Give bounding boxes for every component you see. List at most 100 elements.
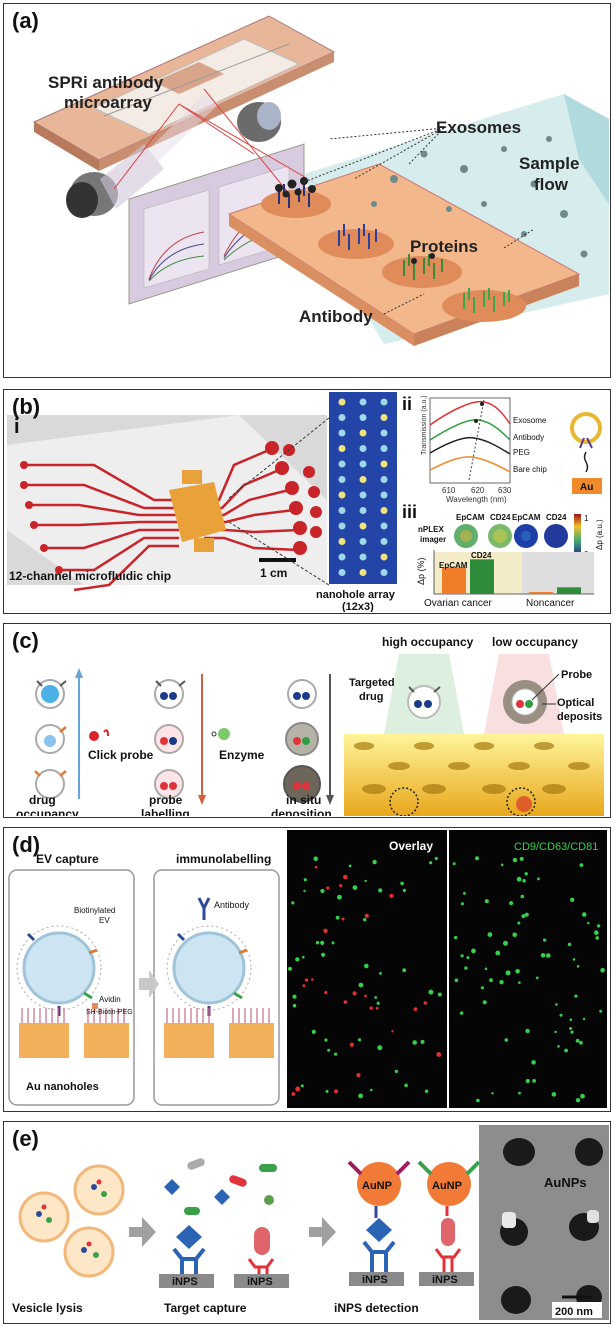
fluorescent-dot — [420, 1039, 425, 1044]
target-capture-art — [159, 1158, 289, 1288]
fluorescent-dot — [572, 958, 576, 961]
nanohole — [380, 522, 388, 530]
au-block — [572, 478, 602, 494]
fluorescent-dot — [343, 1000, 348, 1004]
nanohole — [359, 553, 367, 561]
fluorescent-dot — [482, 1000, 487, 1005]
fluorescent-dot — [291, 901, 295, 905]
bar-epcam-1 — [529, 592, 553, 594]
immuno-title: immunolabelling — [176, 852, 271, 866]
fluorescent-dot — [564, 1048, 568, 1053]
au-nanohole-substrate — [19, 1008, 274, 1058]
fluorescent-dot — [554, 1030, 557, 1034]
fluorescent-dot — [454, 935, 458, 940]
nanohole — [380, 414, 388, 421]
fluorescent-dot — [412, 1040, 418, 1045]
nanohole — [338, 569, 346, 576]
fluorescent-dot — [343, 874, 348, 880]
fluorescent-dot — [499, 980, 504, 985]
nanohole — [338, 398, 346, 406]
nanohole — [380, 460, 388, 468]
nanohole — [338, 522, 346, 530]
au-nanoholes-label: Au nanoholes — [26, 1081, 99, 1093]
drug-label: drug — [29, 793, 56, 807]
fluorescent-dot — [551, 1092, 557, 1097]
fluorescent-dot — [512, 857, 518, 863]
fluorescent-dot — [587, 921, 590, 925]
marker-image — [449, 830, 607, 1108]
fluorescent-dot — [391, 1030, 394, 1033]
fluorescent-dot — [452, 862, 456, 866]
nanohole — [359, 460, 367, 468]
fluorescent-dot — [521, 914, 526, 919]
ev-capture-figure: EV capture immunolabelling Antibody Biot… — [8, 830, 607, 1108]
fluorescent-dot — [302, 984, 306, 988]
nanohole — [380, 445, 388, 452]
xtick: 630 — [498, 486, 512, 495]
fluorescent-dot — [594, 930, 599, 935]
fluorescent-dot — [537, 877, 540, 881]
fluorescent-dot — [315, 941, 320, 945]
fluorescent-dot — [303, 889, 306, 893]
fluorescent-dot — [570, 1030, 574, 1034]
nanohole-label: nanohole array — [316, 589, 396, 601]
target-capture-label: Target capture — [164, 1301, 247, 1315]
inps-tag-4: iNPS — [432, 1274, 458, 1286]
drug-cells — [34, 679, 67, 799]
fluorescent-dot — [303, 878, 307, 882]
fluorescent-dot — [519, 856, 524, 861]
nanohole-dims: (12x3) — [342, 601, 374, 612]
sem-scale-box — [552, 1302, 602, 1318]
panel-a: (a) — [3, 3, 611, 378]
fluorescent-dot — [555, 1003, 558, 1006]
ev-label: EV — [99, 916, 110, 925]
fluorescent-dot — [487, 932, 493, 937]
spectra-axes — [429, 397, 511, 484]
step-arrow — [139, 970, 159, 998]
overlay-label: Overlay — [389, 839, 433, 853]
panel-e-label: (e) — [12, 1126, 39, 1151]
vesicle-2 — [172, 931, 246, 1005]
fluorescent-dot — [348, 864, 352, 868]
fluorescent-dot — [337, 894, 342, 900]
fluorescent-dot — [334, 1052, 338, 1056]
fluorescent-dot — [311, 978, 314, 981]
enzyme-icon — [218, 728, 230, 740]
cb-label: Δp (a.u.) — [595, 519, 604, 550]
bar-label-cd24: CD24 — [471, 551, 492, 560]
fluorescent-dot — [413, 1007, 418, 1011]
step-arrow-1 — [129, 1217, 156, 1247]
click-probe-icon — [89, 731, 99, 741]
xtick: 620 — [471, 486, 485, 495]
nanohole — [380, 538, 388, 545]
fluorescent-dot — [491, 1092, 494, 1095]
fluorescent-dot — [504, 1038, 509, 1042]
fluorescent-dot — [314, 865, 318, 869]
avidin-icon — [92, 1003, 98, 1009]
spri-schematic: SPRi antibody microarray Exosomes Sample… — [32, 15, 609, 346]
biotinylated-label: Biotinylated — [74, 906, 115, 915]
occupancy-schematic: Click probe drug occupancy Enzyme probe … — [16, 635, 604, 816]
fluorescent-dot — [326, 886, 330, 890]
occupancy-label: occupancy — [16, 807, 79, 816]
fluorescent-dot — [579, 863, 584, 867]
fluorescent-dot — [352, 885, 358, 890]
exosomes-label: Exosomes — [436, 118, 521, 137]
nanohole — [338, 414, 346, 421]
fluorescent-dot — [575, 1098, 581, 1103]
microfluidic-channels — [24, 448, 300, 592]
fluorescent-dot — [364, 994, 367, 998]
fluorescent-dot — [423, 1001, 427, 1005]
fluorescent-dot — [363, 918, 367, 922]
fluorescent-dot — [459, 1011, 464, 1015]
nplex-label: nPLEX — [418, 525, 444, 534]
fluorescent-dot — [349, 1042, 354, 1047]
probe-cells — [154, 679, 186, 799]
fluorescent-dot — [379, 972, 382, 975]
fluorescent-dot — [437, 992, 442, 997]
gold-chip — [169, 482, 226, 542]
fluorescent-dot — [364, 879, 367, 883]
fluorescent-dot — [569, 1018, 573, 1021]
panel-a-label: (a) — [12, 8, 39, 33]
fluorescent-dot — [376, 1001, 380, 1005]
